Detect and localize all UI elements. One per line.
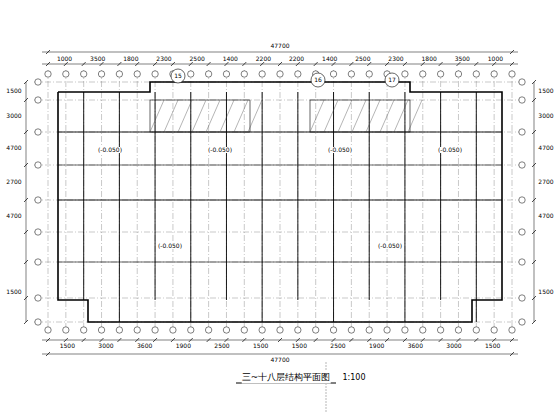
dimension-text: 4700: [537, 145, 554, 151]
callout-number: 15: [173, 73, 183, 79]
dimension-text: 1500: [5, 289, 22, 295]
elevation-note: (-0.050): [437, 147, 463, 153]
drawing-caption: 三~十八层结构平面图: [242, 371, 331, 384]
dimension-text: 1500: [537, 289, 554, 295]
dimension-text: 2500: [189, 56, 206, 62]
dimension-text: 1900: [175, 343, 192, 349]
axis-grid: [34, 70, 526, 333]
callout-circle: [385, 73, 399, 87]
dimension-text: 3500: [454, 56, 471, 62]
dimension-text: 3000: [97, 343, 114, 349]
dimension-text: 1500: [484, 343, 501, 349]
note-mark: [326, 362, 327, 412]
dimension-text: 1000: [56, 56, 73, 62]
dimension-text: 1800: [421, 56, 438, 62]
dimension-text: 3600: [136, 343, 153, 349]
elevation-note: (-0.050): [327, 147, 353, 153]
walls: [58, 82, 502, 322]
dimension-text: 3000: [537, 113, 554, 119]
dimension-text: 2700: [537, 179, 554, 185]
dimension-text: 2700: [5, 179, 22, 185]
elevation-note: (-0.050): [207, 147, 233, 153]
dimension-text: 1500: [291, 343, 308, 349]
dimension-text: 1500: [537, 88, 554, 94]
dimension-text: 2500: [354, 56, 371, 62]
dimension-text: 3000: [5, 113, 22, 119]
dimension-text: 2300: [155, 56, 172, 62]
dimension-text: 2500: [213, 343, 230, 349]
dimension-text: 47700: [269, 357, 290, 363]
dimension-text: 2200: [288, 56, 305, 62]
scale-label: 1:100: [341, 374, 366, 382]
dimension-text: 1500: [252, 343, 269, 349]
callout-number: 16: [313, 77, 323, 83]
dimension-text: 2300: [387, 56, 404, 62]
dimension-text: 4700: [5, 145, 22, 151]
elevation-note: (-0.050): [157, 243, 183, 249]
elevation-note: (-0.050): [377, 243, 403, 249]
beam-lines: [150, 100, 422, 132]
elevation-note: (-0.050): [97, 147, 123, 153]
dimension-text: 1900: [368, 343, 385, 349]
callout-number: 17: [387, 77, 397, 83]
dimension-text: 1400: [321, 56, 338, 62]
callout-circle: [311, 73, 325, 87]
callout-circle: [171, 69, 185, 83]
dimension-text: 1500: [59, 343, 76, 349]
dimension-text: 3600: [407, 343, 424, 349]
dimension-text: 3500: [89, 56, 106, 62]
dimension-lines: [24, 50, 536, 356]
dimension-text: 2200: [255, 56, 272, 62]
dimension-text: 3000: [445, 343, 462, 349]
dimension-text: 1000: [487, 56, 504, 62]
dimension-text: 1400: [222, 56, 239, 62]
dimension-text: 4700: [5, 213, 22, 219]
dimension-text: 1500: [5, 88, 22, 94]
dimension-text: 1800: [122, 56, 139, 62]
dimension-text: 4700: [537, 213, 554, 219]
dimension-text: 2500: [329, 343, 346, 349]
dimension-text: 47700: [269, 43, 290, 49]
